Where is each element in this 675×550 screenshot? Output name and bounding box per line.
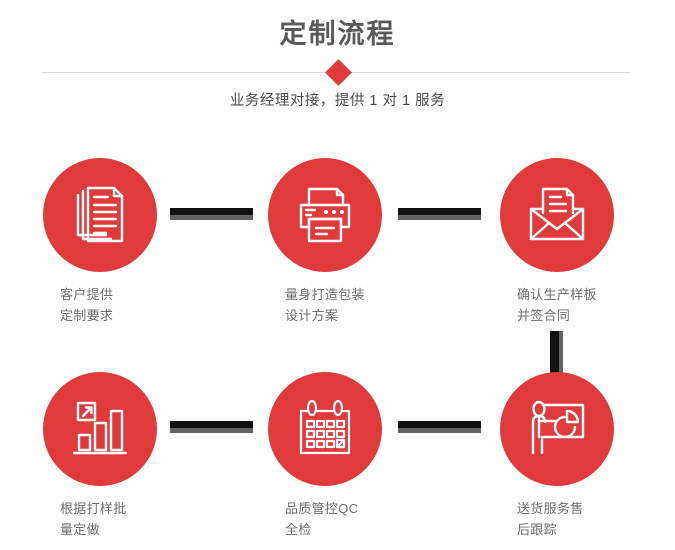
connector-step2-step3 xyxy=(398,208,481,220)
connector-step3-step6 xyxy=(550,331,563,373)
step-5-circle xyxy=(268,372,382,486)
connector-step1-step2 xyxy=(170,208,253,220)
step-6-circle xyxy=(500,372,614,486)
connector-bar xyxy=(398,208,481,215)
connector-bar xyxy=(170,421,253,428)
step-6-label: 送货服务售 后跟踪 xyxy=(517,501,584,537)
step-3-label: 确认生产样板 并签合同 xyxy=(517,287,597,323)
page-title: 定制流程 xyxy=(279,19,396,49)
connector-step5-step6 xyxy=(398,421,481,433)
step-1-circle xyxy=(43,158,157,272)
step-2-label: 量身打造包装 设计方案 xyxy=(285,287,365,323)
step-2-circle xyxy=(268,158,382,272)
bar-chart-growth-icon xyxy=(68,397,132,461)
header-section: 定制流程 业务经理对接，提供 1 对 1 服务 xyxy=(0,0,675,130)
connector-bar xyxy=(170,208,253,215)
page-subtitle: 业务经理对接，提供 1 对 1 服务 xyxy=(229,93,446,109)
connector-shadow xyxy=(559,331,563,373)
connector-shadow xyxy=(398,215,481,220)
step-1-label: 客户提供 定制要求 xyxy=(60,287,114,323)
title-divider xyxy=(42,59,630,86)
step-4-circle xyxy=(43,372,157,486)
connector-shadow xyxy=(170,215,253,220)
connector-bar xyxy=(550,331,559,373)
connector-shadow xyxy=(170,428,253,433)
step-5-label: 品质管控QC 全检 xyxy=(285,501,359,537)
calendar-icon xyxy=(293,397,357,461)
documents-stack-icon xyxy=(68,183,132,247)
connector-bar xyxy=(398,421,481,428)
connector-step4-step5 xyxy=(170,421,253,433)
envelope-document-icon xyxy=(525,183,589,247)
presenter-chart-icon xyxy=(525,397,589,461)
connector-shadow xyxy=(398,428,481,433)
step-3-circle xyxy=(500,158,614,272)
step-4-label: 根据打样批 量定做 xyxy=(60,501,127,537)
printer-icon xyxy=(293,183,357,247)
